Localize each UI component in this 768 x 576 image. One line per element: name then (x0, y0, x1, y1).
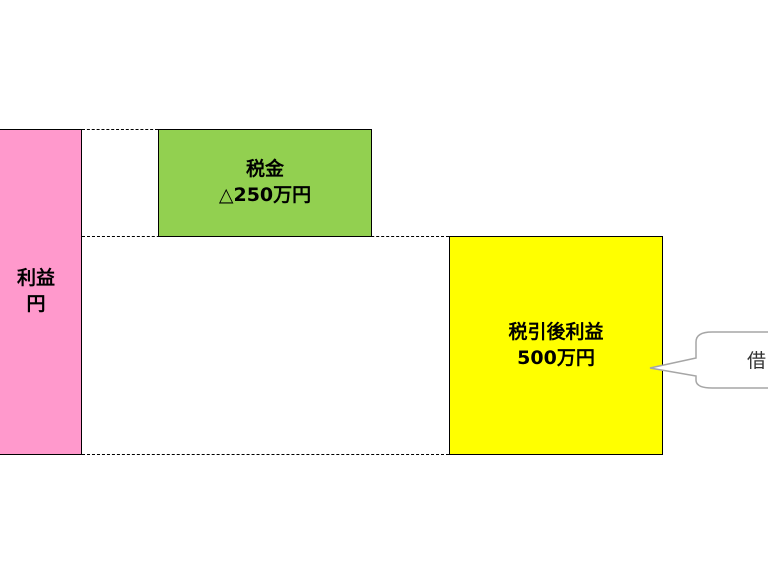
pretax-profit-amount: 円 (26, 293, 46, 315)
speech-bubble-callout (649, 331, 768, 389)
tax-label: 税金 (245, 158, 284, 181)
after-tax-profit-box: 税引後利益 500万円 (449, 236, 663, 455)
tax-amount: △250万円 (218, 184, 312, 206)
after-tax-profit-amount: 500万円 (517, 346, 595, 369)
dashed-guide-top (82, 129, 158, 130)
pretax-profit-label: 利益 (16, 267, 55, 290)
dashed-guide-bottom (82, 454, 449, 455)
speech-bubble-outline (649, 331, 768, 389)
after-tax-profit-label: 税引後利益 (508, 320, 604, 343)
tax-box: 税金 △250万円 (158, 129, 372, 237)
pretax-profit-box: 利益 円 (0, 129, 82, 455)
